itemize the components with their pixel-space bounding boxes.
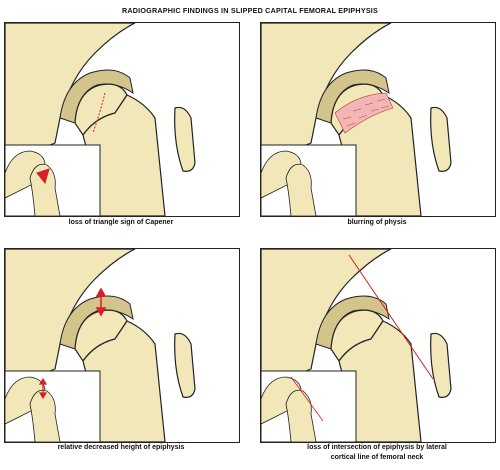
inset-height-arrow: [38, 377, 48, 400]
inset-red-triangle: [36, 168, 50, 185]
panel-blurring-of-physis: [260, 22, 496, 217]
inset-pelvis: [261, 376, 302, 425]
inset-femur: [29, 163, 61, 216]
hip-diagram-3: [5, 249, 196, 442]
physis-texture: [342, 98, 390, 127]
greater-trochanter: [174, 106, 196, 172]
caption-panel-2: blurring of physis: [347, 219, 407, 226]
greater-trochanter: [430, 106, 452, 172]
hip-diagram-4: [261, 249, 452, 442]
greater-trochanter: [430, 332, 452, 398]
panel-loss-of-triangle-sign: [4, 22, 240, 217]
height-arrow: [95, 287, 107, 317]
inset-pelvis: [5, 150, 46, 199]
lateral-cortical-line: [348, 254, 434, 380]
caption-panel-4: loss of intersection of epiphysis by lat…: [257, 443, 497, 463]
caption-panel-4-line1: loss of intersection of epiphysis by lat…: [307, 444, 447, 451]
caption-panel-3: relative decreased height of epiphysis: [57, 444, 185, 451]
caption-panel-4-line2: cortical line of femoral neck: [330, 454, 424, 461]
inset-femur: [29, 389, 61, 442]
panel-decreased-epiphysis-height: [4, 248, 240, 443]
inset-pelvis: [261, 150, 302, 199]
caption-panel-1: loss of triangle sign of Capener: [68, 219, 174, 226]
greater-trochanter: [174, 332, 196, 398]
inset-pelvis: [5, 376, 46, 425]
inset-femur: [285, 163, 317, 216]
blurred-physis: [334, 92, 394, 134]
hip-diagram-2: [261, 23, 452, 216]
panel-klein-line: [260, 248, 496, 443]
page-title: RADIOGRAPHIC FINDINGS IN SLIPPED CAPITAL…: [122, 6, 378, 15]
inset-cortical-line: [290, 376, 324, 422]
hip-diagram-1: [5, 23, 196, 216]
